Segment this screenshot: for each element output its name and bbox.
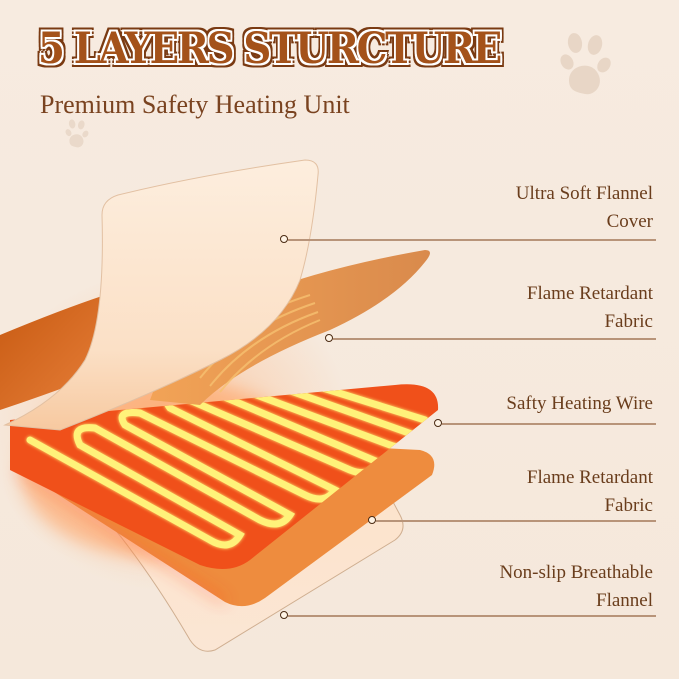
leader-line	[288, 615, 656, 617]
marker-dot	[280, 235, 288, 243]
label-flame-retardant-upper: Flame Retardant Fabric	[526, 283, 653, 332]
label-ultra-soft-cover: Ultra Soft Flannel Cover	[515, 183, 653, 232]
label-flame-retardant-lower: Flame Retardant Fabric	[526, 467, 653, 516]
paw-print-icon	[560, 33, 611, 95]
layer-flame-retardant-upper	[150, 250, 430, 405]
label-heating-wire: Safty Heating Wire	[506, 393, 653, 414]
marker-dot	[280, 611, 288, 619]
leader-line	[333, 338, 656, 340]
leader-line	[442, 423, 656, 425]
label-nonslip-flannel: Non-slip Breathable Flannel	[499, 562, 653, 611]
layer-ultra-soft-cover	[3, 159, 319, 431]
leader-line	[376, 520, 656, 522]
page-subtitle: Premium Safety Heating Unit	[40, 90, 350, 119]
marker-dot	[368, 516, 376, 524]
page-title: 5 LAYERS STURCTURE	[38, 24, 502, 74]
paw-print-icon	[65, 119, 89, 148]
marker-dot	[434, 419, 442, 427]
leader-line	[288, 239, 656, 241]
marker-dot	[325, 334, 333, 342]
